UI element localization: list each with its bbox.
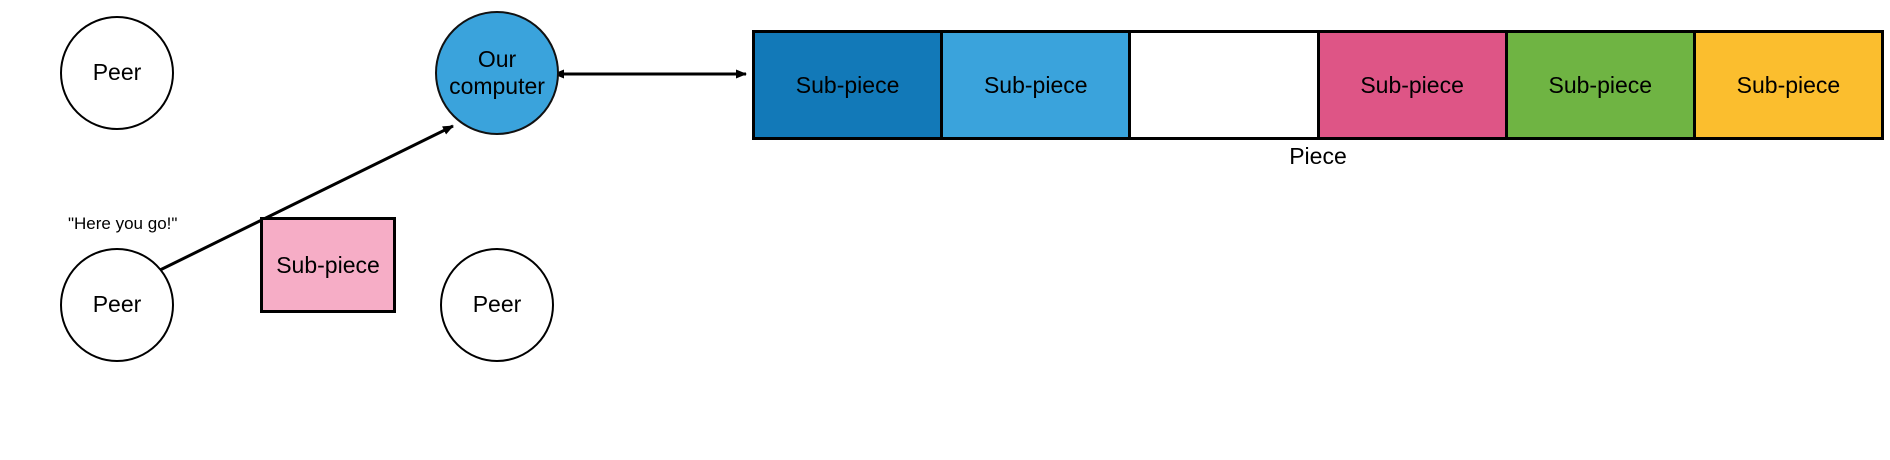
- piece-slot-empty[interactable]: [1131, 33, 1320, 137]
- peer-node-label: Peer: [92, 59, 142, 86]
- our-computer-node[interactable]: Our computer: [435, 11, 559, 135]
- peer-node-label: Peer: [92, 291, 142, 318]
- peer-node-bottom-middle[interactable]: Peer: [440, 248, 554, 362]
- piece-slot-filled[interactable]: Sub-piece: [755, 33, 944, 137]
- piece-slot-label: Sub-piece: [1360, 71, 1464, 98]
- piece-bar-caption: Piece: [1289, 143, 1347, 169]
- piece-slot-label: Sub-piece: [983, 71, 1088, 98]
- piece-slot-filled[interactable]: Sub-piece: [1507, 33, 1696, 137]
- piece-slot-label: Sub-piece: [1548, 71, 1653, 98]
- peer-node-top-left[interactable]: Peer: [60, 16, 174, 130]
- piece-slot-filled[interactable]: Sub-piece: [1695, 33, 1882, 137]
- transferred-subpiece-box[interactable]: Sub-piece: [260, 217, 396, 313]
- piece-bar: Sub-piece Sub-piece Sub-piece Sub-piece Sub-…: [752, 30, 1884, 140]
- transferred-subpiece-label: Sub-piece: [276, 251, 380, 278]
- here-you-go-annotation: "Here you go!": [68, 214, 178, 233]
- our-computer-label: Our computer: [449, 45, 545, 99]
- piece-slot-filled[interactable]: Sub-piece: [1319, 33, 1508, 137]
- piece-slot-filled[interactable]: Sub-piece: [943, 33, 1132, 137]
- piece-slot-label: Sub-piece: [795, 71, 900, 98]
- piece-slot-label: Sub-piece: [1736, 71, 1841, 98]
- peer-node-bottom-left[interactable]: Peer: [60, 248, 174, 362]
- peer-node-label: Peer: [472, 291, 522, 318]
